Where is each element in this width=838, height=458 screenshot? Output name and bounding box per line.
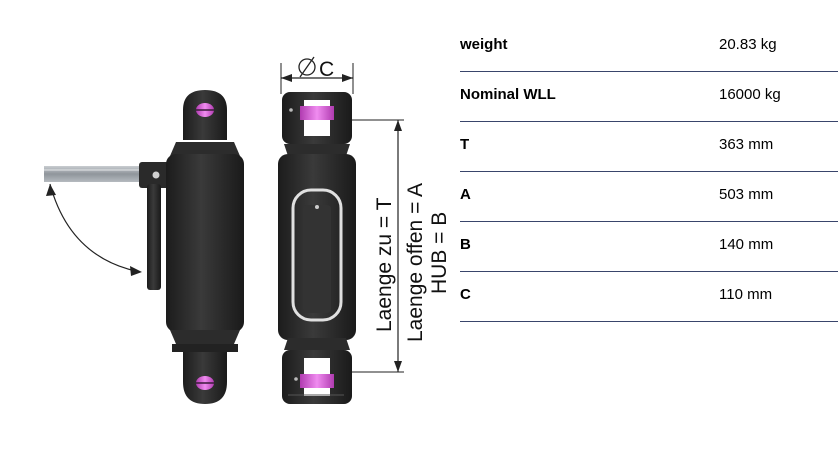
spec-row-c: C 110 mm [460, 272, 838, 322]
spec-label: Nominal WLL [460, 86, 556, 103]
spec-value: 503 mm [719, 186, 774, 203]
spec-label: weight [460, 36, 508, 53]
spec-row-nominal-wll: Nominal WLL 16000 kg [460, 72, 838, 122]
spec-value: 110 mm [719, 286, 773, 303]
dim-b-label: HUB = B [428, 212, 450, 294]
diameter-symbol-icon [298, 58, 316, 76]
spec-value: 363 mm [719, 136, 774, 153]
spec-value: 16000 kg [719, 86, 781, 103]
spec-label: T [460, 136, 470, 153]
dim-a-label: Laenge offen = A [404, 183, 427, 342]
side-view-left [44, 90, 244, 404]
spec-row-t: T 363 mm [460, 122, 838, 172]
swing-arc [49, 183, 141, 273]
spec-row-a: A 503 mm [460, 172, 838, 222]
spec-label: C [460, 286, 471, 303]
spec-label: B [460, 236, 471, 253]
main-body [166, 154, 244, 332]
front-view-right: C Laenge zu = T Laenge offen = A HUB = B [278, 56, 450, 404]
spec-label: A [460, 186, 471, 203]
dim-t-label: Laenge zu = T [373, 197, 396, 332]
lever-rod [147, 184, 161, 290]
spec-value: 140 mm [719, 236, 774, 253]
handle-bar [44, 166, 148, 182]
spec-value: 20.83 kg [719, 36, 777, 53]
dim-c-label: C [319, 58, 334, 81]
spec-row-weight: weight 20.83 kg [460, 22, 838, 72]
spec-table: weight 20.83 kg Nominal WLL 16000 kg T 3… [460, 22, 838, 322]
product-drawing: C Laenge zu = T Laenge offen = A HUB = B [44, 56, 450, 404]
spec-row-b: B 140 mm [460, 222, 838, 272]
